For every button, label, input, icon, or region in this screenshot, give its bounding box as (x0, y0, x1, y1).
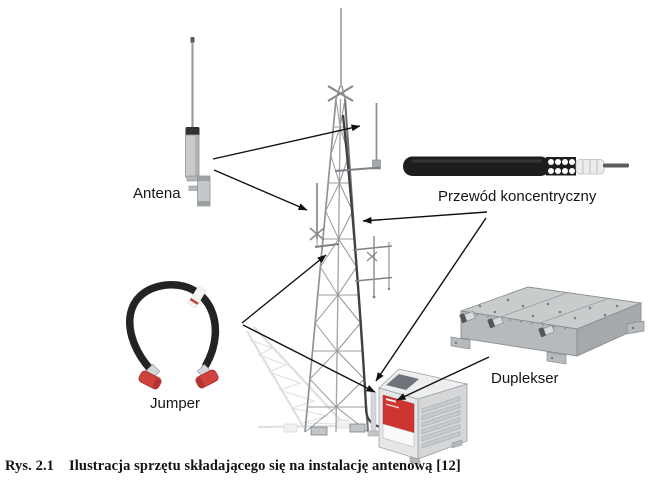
figure-caption: Rys. 2.1 Ilustracja sprzętu składającego… (5, 458, 461, 475)
antenna-label: Antena (133, 185, 181, 202)
tower-mid-antenna (309, 183, 340, 248)
callout-arrows (212, 124, 490, 401)
antenna-illustration (185, 37, 211, 207)
arrow-duplexer-to-cabinet (396, 356, 490, 401)
cabinet-drawers (421, 396, 461, 449)
cabinet-top-recess (386, 374, 419, 390)
cabinet-illustration (378, 368, 469, 466)
duplexer-connectors (459, 311, 555, 338)
tower-illustration (304, 8, 394, 436)
arrow-coax-to-cabinet (375, 217, 487, 382)
feeder-pole-foot (367, 430, 379, 437)
jumper-illustration (126, 281, 219, 390)
arrow-antenna-to-mid (213, 169, 308, 211)
tower-side-dipoles (352, 236, 393, 299)
tower-upper-antenna (334, 103, 381, 172)
figure-caption-text: Ilustracja sprzętu składającego się na i… (69, 458, 461, 474)
arrow-antenna-to-upper (212, 124, 361, 160)
jumper-label: Jumper (150, 395, 201, 412)
tower-shadow-lattice (246, 326, 350, 433)
arrow-coax-to-tower (362, 211, 488, 224)
arrow-jumper-to-tower (241, 254, 327, 324)
duplexer-label: Duplekser (491, 370, 559, 387)
jumper-tag (187, 285, 207, 309)
arrow-jumper-to-cabinet (242, 324, 376, 393)
coax-label: Przewód koncentryczny (438, 188, 597, 205)
feeder-pole (370, 391, 377, 435)
figure-caption-number: Rys. 2.1 (5, 458, 55, 474)
tower-top-x-brace (327, 85, 354, 102)
duplexer-illustration (450, 286, 645, 365)
coax-cable-illustration (403, 156, 629, 176)
